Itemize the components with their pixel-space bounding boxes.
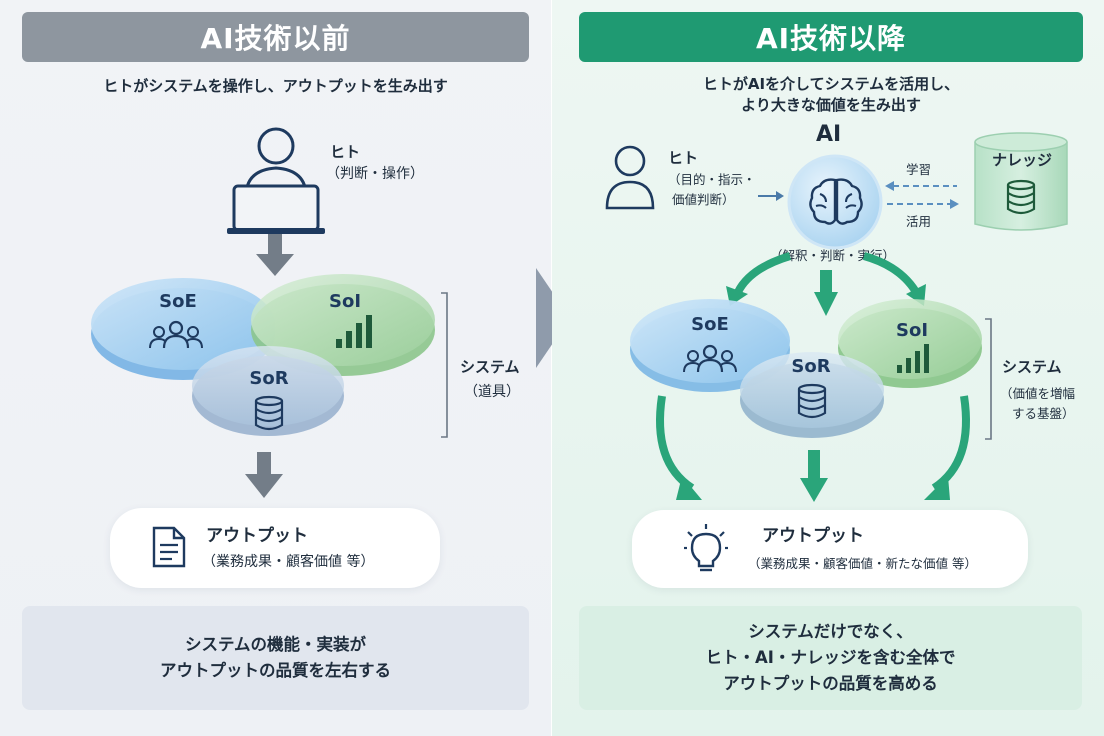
summary-line: システムの機能・実装が [184, 635, 366, 654]
system-discs [630, 299, 982, 438]
knowledge-cylinder [974, 132, 1068, 231]
use-label: 活用 [906, 214, 932, 229]
output-title: アウトプット [762, 526, 864, 546]
subtitle-line: より大きな価値を生み出す [741, 96, 921, 114]
human-role-label: （判断・操作） [326, 166, 424, 182]
output-title: アウトプット [206, 526, 308, 546]
system-role-line1: （価値を増幅 [1000, 386, 1076, 401]
users-icon [149, 320, 203, 349]
before-ai-subtitle: ヒトがシステムを操作し、アウトプットを生み出す [103, 77, 448, 95]
after-ai-panel: AI技術以降 ヒトがAIを介してシステムを活用し、 より大きな価値を生み出す ヒ… [552, 0, 1104, 736]
database-icon [797, 383, 827, 419]
person-laptop-icon [227, 127, 325, 234]
arrow-right-icon [758, 191, 784, 201]
after-ai-summary: システムだけでなく、 ヒト・AI・ナレッジを含む全体で アウトプットの品質を高め… [579, 606, 1082, 710]
before-ai-panel: AI技術以前 ヒトがシステムを操作し、アウトプットを生み出す ヒト （判断・操作… [0, 0, 552, 736]
arrow-down-icon [245, 452, 283, 498]
soi-label: SoI [895, 320, 929, 341]
brain-icon [809, 178, 863, 225]
human-label: ヒト [668, 149, 699, 167]
subtitle-line: ヒトがAIを介してシステムを活用し、 [702, 75, 960, 93]
system-label: システム [460, 358, 520, 376]
soe-label: SoE [159, 291, 197, 312]
lightbulb-icon [684, 524, 728, 572]
learn-use-arrows [885, 181, 959, 209]
arrow-down-icon [256, 234, 294, 276]
bar-chart-icon [336, 315, 372, 348]
summary-line: ヒト・AI・ナレッジを含む全体で [705, 648, 956, 667]
ai-to-system-arrows [726, 252, 926, 316]
system-label: システム [1002, 358, 1062, 376]
database-icon [1006, 179, 1036, 215]
human-label: ヒト [330, 143, 361, 161]
soe-label: SoE [691, 314, 729, 335]
summary-line: アウトプットの品質を高める [723, 674, 938, 693]
ai-label: AI [816, 122, 842, 147]
learn-label: 学習 [906, 162, 932, 177]
summary-line: アウトプットの品質を左右する [160, 661, 391, 680]
soi-label: SoI [328, 291, 362, 312]
database-icon [254, 395, 284, 431]
soi-disc [838, 299, 982, 388]
output-detail: （業務成果・顧客価値・新たな価値 等） [748, 556, 977, 571]
system-role-label: （道具） [464, 384, 520, 400]
human-role-line1: （目的・指示・ [668, 172, 756, 187]
before-ai-summary: システムの機能・実装が アウトプットの品質を左右する [22, 606, 529, 710]
after-ai-title: AI技術以降 [579, 12, 1083, 62]
person-icon [605, 145, 655, 210]
system-role-line2: する基盤） [1012, 406, 1075, 421]
sor-label: SoR [249, 368, 289, 389]
sor-label: SoR [791, 356, 831, 377]
system-to-output-arrows [656, 395, 970, 502]
summary-line: システムだけでなく、 [748, 622, 913, 641]
document-icon [152, 526, 186, 568]
before-ai-title: AI技術以前 [22, 12, 529, 62]
output-detail: （業務成果・顧客価値 等） [202, 554, 375, 570]
knowledge-label: ナレッジ [992, 151, 1053, 169]
bar-chart-icon [897, 344, 929, 373]
human-role-line2: 価値判断） [672, 192, 735, 207]
system-bracket [985, 318, 992, 440]
system-bracket [441, 292, 448, 438]
users-icon [683, 344, 737, 373]
after-ai-subtitle: ヒトがAIを介してシステムを活用し、 より大きな価値を生み出す [579, 74, 1083, 116]
